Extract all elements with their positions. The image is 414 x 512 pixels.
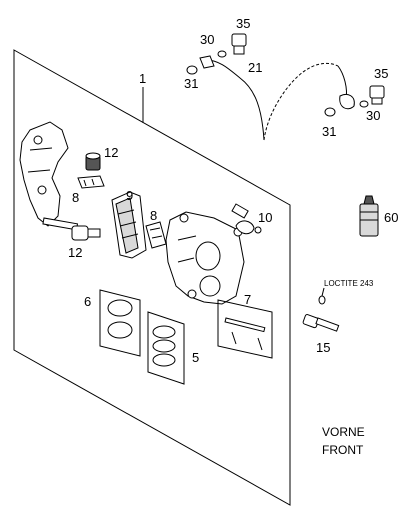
washer-31-lower (324, 107, 336, 117)
callout-31-lower: 31 (322, 124, 336, 139)
slide-bushing-upper (85, 152, 101, 171)
pad-clip-upper (77, 175, 105, 189)
banjo-bolt-lower (369, 85, 385, 105)
callout-60: 60 (384, 210, 398, 225)
caliper-bracket (19, 121, 79, 231)
slide-pin-lower (71, 225, 101, 241)
callout-7: 7 (244, 292, 251, 307)
caliper-body (165, 211, 245, 305)
callout-15: 15 (316, 340, 330, 355)
callout-6: 6 (84, 294, 91, 309)
pad-spring-right (145, 221, 167, 249)
mounting-bolt (302, 314, 340, 332)
callout-12-upper: 12 (104, 145, 118, 160)
banjo-bolt-upper (231, 33, 247, 55)
grease-tube (359, 195, 379, 237)
front-label-german: VORNE (322, 425, 365, 439)
callout-9: 9 (126, 188, 133, 203)
loctite-label: LOCTITE 243 (324, 279, 374, 288)
callout-8-right: 8 (150, 208, 157, 223)
washer-31-upper (186, 65, 198, 75)
brake-hose (199, 55, 355, 141)
callout-5: 5 (192, 350, 199, 365)
brake-pads (111, 191, 147, 259)
callout-1: 1 (139, 71, 146, 86)
callout-31-upper: 31 (184, 76, 198, 91)
callout-30-upper: 30 (200, 32, 214, 47)
loctite-drop (318, 295, 326, 305)
piston-kit-box (147, 311, 185, 385)
pin-kit-box (217, 299, 273, 359)
callout-12-lower: 12 (68, 245, 82, 260)
callout-35-upper: 35 (236, 16, 250, 31)
washer-30-upper (217, 50, 227, 58)
callout-35-lower: 35 (374, 66, 388, 81)
front-label-english: FRONT (322, 443, 364, 457)
bleeder-valve (231, 203, 262, 235)
callout-21: 21 (248, 60, 262, 75)
callout-8-left: 8 (72, 190, 79, 205)
seal-kit-box (99, 289, 141, 357)
callout-10: 10 (258, 210, 272, 225)
assembly-panel (13, 49, 291, 506)
washer-30-lower (359, 100, 369, 108)
callout-30-lower: 30 (366, 108, 380, 123)
